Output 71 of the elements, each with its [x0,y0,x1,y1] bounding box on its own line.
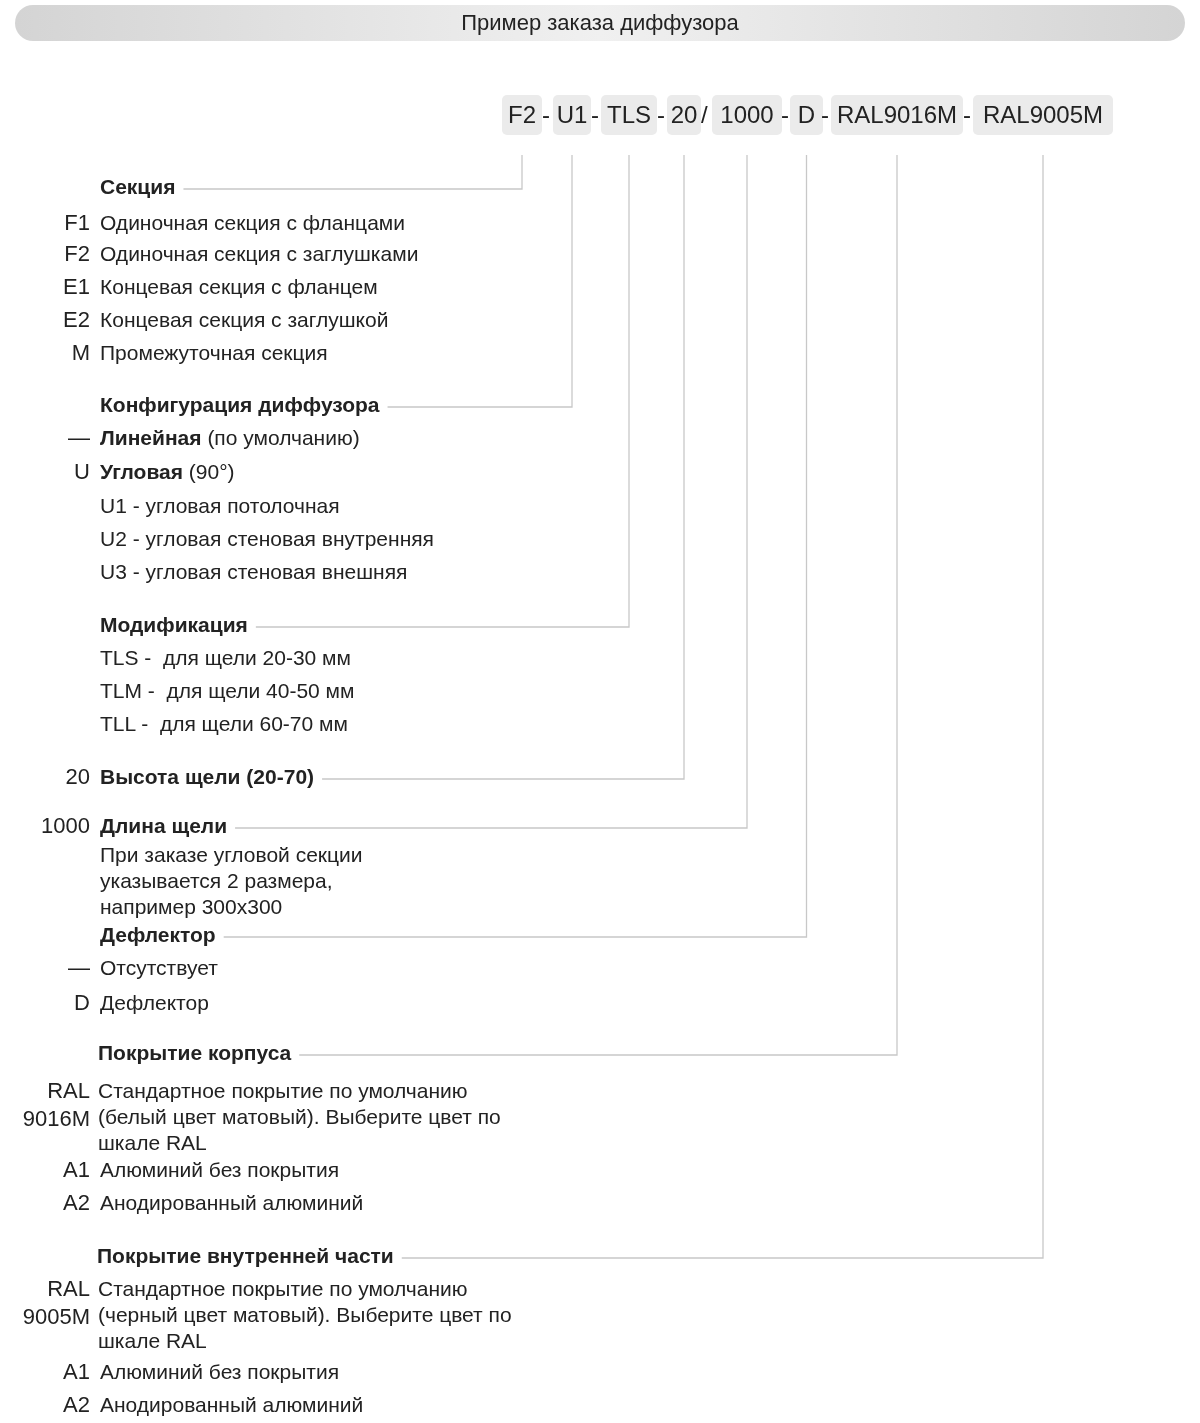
section-heading: Покрытие внутренней части [97,1243,394,1269]
option-description: TLM - для щели 40-50 мм [100,678,355,704]
section-heading: Дефлектор [100,922,216,948]
option-description: Промежуточная секция [100,340,328,366]
separator: - [963,100,971,130]
option-code: A1 [62,1358,90,1386]
option-description: Угловая (90°) [100,459,235,485]
section-heading: Конфигурация диффузора [100,392,380,418]
code-segment: 20 [667,95,701,135]
note-text: При заказе угловой секции указывается 2 размера, например 300x300 [100,842,364,920]
option-description: TLS - для щели 20-30 мм [100,645,351,671]
title-bar: Пример заказа диффузора [15,5,1185,41]
option-code: RAL 9005M [21,1275,90,1331]
option-code: E2 [62,306,90,334]
option-code: D [73,989,90,1017]
code-segment: U1 [553,95,591,135]
code-segment: 1000 [712,95,782,135]
option-description: Дефлектор [100,990,209,1016]
separator: - [591,100,599,130]
leader-line [321,154,685,780]
leader-line [255,154,630,628]
leader-line [401,154,1044,1259]
section-heading: Высота щели (20-70) [100,764,315,790]
section-heading: Модификация [100,612,248,638]
option-description: Одиночная секция с заглушками [100,241,419,267]
option-code: 1000 [40,812,90,840]
option-code: A2 [62,1391,90,1419]
option-code: F1 [63,209,90,237]
code-segment: F2 [502,95,542,135]
option-description: Одиночная секция с фланцами [100,210,405,236]
option-description: Концевая секция с фланцем [100,274,378,300]
code-segment: D [790,95,823,135]
option-code: F2 [63,240,90,268]
separator: - [781,100,789,130]
option-description: Алюминий без покрытия [100,1359,340,1385]
section-heading: Длина щели [100,813,228,839]
leader-line [182,154,523,190]
option-description: U1 - угловая потолочная [100,493,340,519]
code-segment: TLS [601,95,657,135]
option-code: A2 [62,1189,90,1217]
option-code: M [70,339,90,367]
option-code: — [67,954,90,982]
option-description: U3 - угловая стеновая внешняя [100,559,408,585]
section-heading: Секция [100,174,176,200]
leader-line [223,154,808,938]
option-code: RAL 9016M [21,1077,90,1133]
option-description: Стандартное покрытие по умолчанию (белый цвет матовый). Выберите цвет по шкале RAL [98,1078,502,1156]
separator: - [542,100,550,130]
option-description: Отсутствует [100,955,218,981]
option-code: E1 [62,273,90,301]
option-code: 20 [64,763,90,791]
code-segment: RAL9016M [831,95,963,135]
option-description: U2 - угловая стеновая внутренняя [100,526,434,552]
separator: - [657,100,665,130]
option-description: Стандартное покрытие по умолчанию (черный цвет матовый). Выберите цвет по шкале RAL [98,1276,513,1354]
option-description: Линейная (по умолчанию) [100,425,360,451]
option-description: Анодированный алюминий [100,1190,364,1216]
separator: - [821,100,829,130]
option-description: Анодированный алюминий [100,1392,364,1418]
option-code: — [67,424,90,452]
leader-line [386,154,573,408]
option-description: Концевая секция с заглушкой [100,307,389,333]
separator: / [701,100,708,130]
option-description: Алюминий без покрытия [100,1157,340,1183]
section-heading: Покрытие корпуса [98,1040,292,1066]
option-code: U [73,458,90,486]
option-description: TLL - для щели 60-70 мм [100,711,348,737]
leader-line [298,154,898,1056]
leader-line [234,154,748,829]
code-segment: RAL9005M [973,95,1113,135]
option-code: A1 [62,1156,90,1184]
